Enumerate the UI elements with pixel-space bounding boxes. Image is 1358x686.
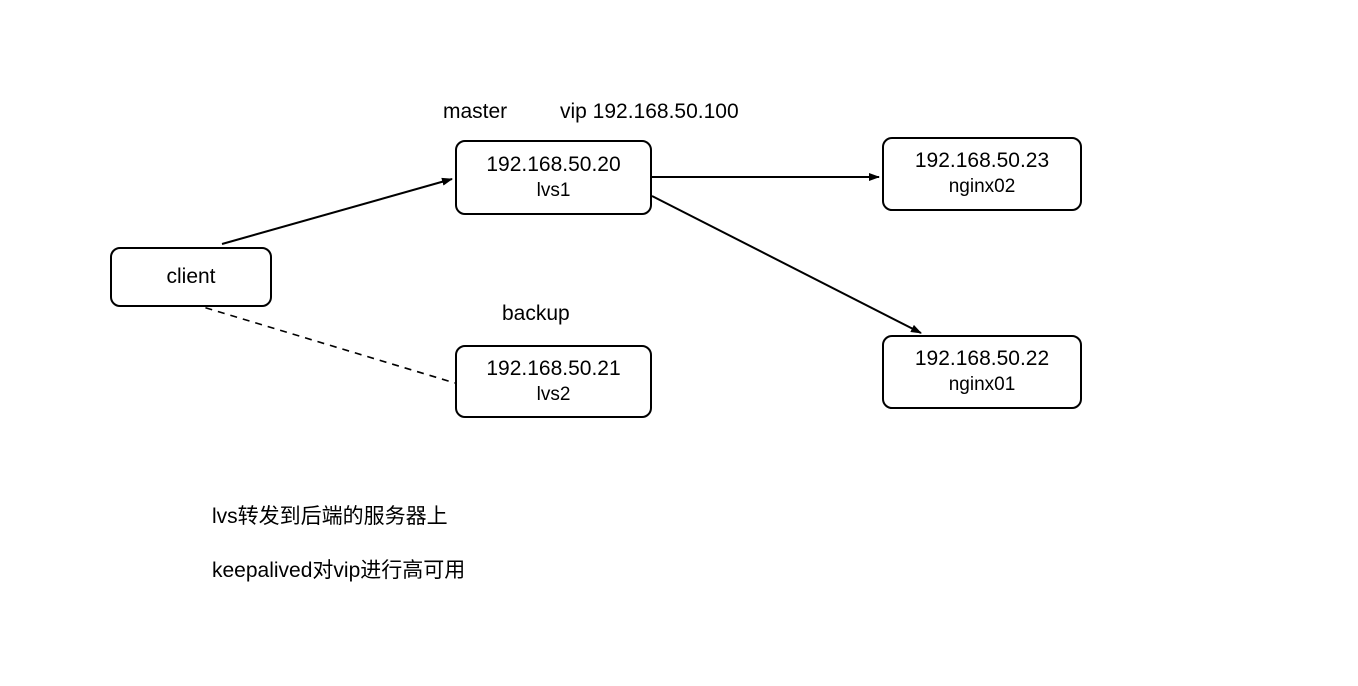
node-nginx02-hostname: nginx02 — [948, 176, 1016, 198]
note-line-1: lvs转发到后端的服务器上 — [212, 505, 448, 528]
label-master: master — [443, 100, 508, 123]
node-lvs1-ip: 192.168.50.20 — [486, 152, 621, 176]
label-vip: vip 192.168.50.100 — [560, 100, 739, 123]
node-client[interactable]: client — [110, 247, 272, 307]
node-client-label: client — [166, 264, 216, 288]
node-nginx01-hostname: nginx01 — [948, 374, 1016, 396]
note-line-2: keepalived对vip进行高可用 — [212, 559, 466, 582]
edge-lvs1-to-nginx01 — [651, 195, 922, 334]
node-nginx01[interactable]: 192.168.50.22 nginx01 — [882, 335, 1082, 409]
node-nginx02-ip: 192.168.50.23 — [914, 149, 1050, 173]
node-lvs2-hostname: lvs2 — [536, 383, 571, 405]
node-lvs2[interactable]: 192.168.50.21 lvs2 — [455, 345, 652, 418]
node-lvs2-ip: 192.168.50.21 — [486, 356, 621, 380]
node-nginx02[interactable]: 192.168.50.23 nginx02 — [882, 137, 1082, 211]
edge-client-to-lvs2-dashed — [192, 303, 456, 384]
label-backup: backup — [502, 302, 570, 325]
node-nginx01-ip: 192.168.50.22 — [914, 347, 1050, 371]
node-lvs1[interactable]: 192.168.50.20 lvs1 — [455, 140, 652, 215]
node-lvs1-hostname: lvs1 — [536, 179, 571, 201]
edge-client-to-lvs1 — [221, 177, 453, 245]
